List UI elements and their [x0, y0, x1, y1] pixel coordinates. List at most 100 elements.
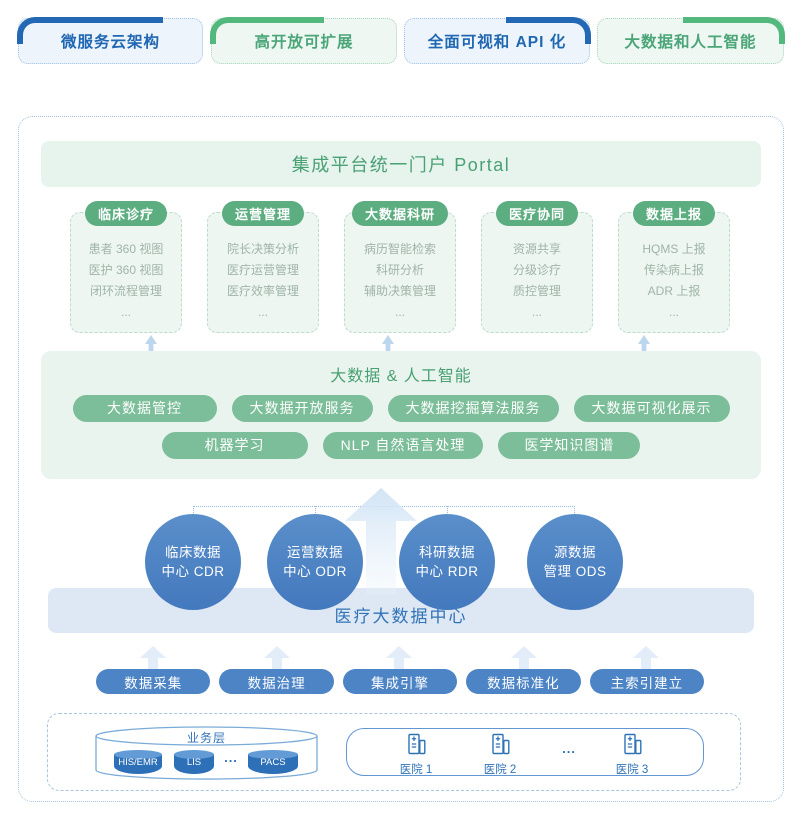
ai-capability-pill: 大数据管控 [72, 395, 217, 422]
feature-chip-label: 全面可视和 API 化 [427, 34, 567, 51]
up-arrow-icon [631, 646, 661, 669]
hospital-item: 医院 2 [470, 733, 530, 777]
hospital-label: 医院 3 [615, 764, 649, 776]
feature-chip-openness: 高开放可扩展 [210, 17, 397, 64]
column-body: HQMS 上报 传染病上报 ADR 上报 ... [618, 212, 730, 333]
column-item: 科研分析 [375, 263, 424, 277]
circle-line2: 管理 ODS [543, 564, 607, 579]
platform-container: 集成平台统一门户 Portal 临床诊疗 患者 360 视图 医护 360 视图… [18, 116, 784, 802]
circle-line1: 临床数据 [165, 544, 221, 560]
corner-accent [17, 17, 164, 44]
column-item: ... [394, 305, 405, 319]
hospital-icon [624, 733, 642, 755]
column-label: 大数据科研 [351, 201, 449, 226]
circle-line2: 中心 ODR [283, 564, 347, 579]
ellipsis: ... [562, 741, 576, 756]
column-body: 资源共享 分级诊疗 质控管理 ... [481, 212, 593, 333]
column-body: 病历智能检索 科研分析 辅助决策管理 ... [344, 212, 456, 333]
feature-chip-microservice: 微服务云架构 [17, 17, 203, 64]
column-label: 临床诊疗 [84, 201, 168, 226]
column-item: 辅助决策管理 [363, 284, 436, 298]
database-cylinder-icon: LIS [174, 750, 214, 774]
connector-tick [315, 506, 316, 515]
data-center-circle-ods: 源数据 管理 ODS [527, 514, 623, 610]
feature-chip-bigdata-ai: 大数据和人工智能 [597, 17, 785, 64]
ai-section: 大数据 & 人工智能 大数据管控 大数据开放服务 大数据挖掘算法服务 大数据可视… [41, 351, 761, 479]
column-item: ... [257, 305, 268, 319]
column-label: 医疗协同 [495, 201, 579, 226]
system-label: PACS [260, 757, 286, 768]
column-item: 院长决策分析 [226, 242, 299, 256]
up-arrow-icon [138, 646, 168, 669]
process-pill: 主索引建立 [589, 669, 705, 694]
up-arrow-icon [384, 646, 414, 669]
column-item: ADR 上报 [647, 284, 701, 298]
column-item: HQMS 上报 [642, 242, 706, 256]
column-label: 运营管理 [221, 201, 305, 226]
column-item: 质控管理 [512, 284, 561, 298]
column-item: 传染病上报 [643, 263, 704, 277]
system-label: LIS [186, 757, 202, 768]
ai-capability-pill: NLP 自然语言处理 [322, 432, 484, 459]
hospital-item: 医院 3 [602, 733, 662, 777]
column-item: 分级诊疗 [512, 263, 561, 277]
portal-header: 集成平台统一门户 Portal [41, 141, 761, 187]
data-center-circle-odr: 运营数据 中心 ODR [267, 514, 363, 610]
hospital-icon [408, 733, 426, 755]
hospital-icon [492, 733, 510, 755]
circle-line1: 源数据 [554, 544, 596, 560]
column-item: 医疗效率管理 [226, 284, 299, 298]
ai-capability-pill: 大数据挖掘算法服务 [387, 395, 559, 422]
hospital-label: 医院 1 [399, 764, 433, 776]
business-layer-cylinder: 业务层 HIS/EMR LIS ... PACS [94, 726, 319, 780]
ai-capability-pill: 大数据开放服务 [231, 395, 373, 422]
column-label: 数据上报 [632, 201, 716, 226]
column-item: 医疗运营管理 [226, 263, 299, 277]
process-pill-row: 数据采集 数据治理 集成引擎 数据标准化 主索引建立 [96, 669, 705, 694]
corner-accent [506, 17, 591, 44]
circle-line1: 运营数据 [287, 544, 343, 560]
system-label: HIS/EMR [118, 757, 158, 768]
column-item: 患者 360 视图 [88, 242, 164, 256]
data-center-circle-cdr: 临床数据 中心 CDR [145, 514, 241, 610]
corner-accent [210, 17, 325, 44]
app-column-reporting: 数据上报 HQMS 上报 传染病上报 ADR 上报 ... [618, 201, 730, 333]
circle-line2: 中心 RDR [415, 564, 479, 579]
big-up-arrow-icon [343, 488, 419, 599]
connector-tick [447, 506, 448, 515]
column-item: ... [120, 305, 131, 319]
app-column-operation: 运营管理 院长决策分析 医疗运营管理 医疗效率管理 ... [207, 201, 319, 333]
ai-capability-pill: 机器学习 [161, 432, 308, 459]
column-body: 患者 360 视图 医护 360 视图 闭环流程管理 ... [70, 212, 182, 333]
ai-capability-pill: 大数据可视化展示 [573, 395, 730, 422]
column-item: 医护 360 视图 [88, 263, 164, 277]
ai-pill-row-2: 机器学习 NLP 自然语言处理 医学知识图谱 [41, 432, 761, 459]
corner-accent [683, 17, 785, 44]
circle-line2: 中心 CDR [161, 564, 225, 579]
database-cylinder-icon: PACS [248, 750, 298, 774]
column-body: 院长决策分析 医疗运营管理 医疗效率管理 ... [207, 212, 319, 333]
app-column-collaboration: 医疗协同 资源共享 分级诊疗 质控管理 ... [481, 201, 593, 333]
hospitals-box: 医院 1 医院 2 ... [346, 728, 704, 776]
process-pill: 数据标准化 [466, 669, 581, 694]
portal-title: 集成平台统一门户 Portal [291, 155, 511, 175]
feature-chip-api: 全面可视和 API 化 [404, 17, 591, 64]
connector-tick [193, 506, 194, 515]
up-arrow-icon [509, 646, 539, 669]
ai-pill-row-1: 大数据管控 大数据开放服务 大数据挖掘算法服务 大数据可视化展示 [41, 395, 761, 422]
app-column-clinical: 临床诊疗 患者 360 视图 医护 360 视图 闭环流程管理 ... [70, 201, 182, 333]
feature-chip-label: 微服务云架构 [60, 34, 160, 51]
source-layer-box: 业务层 HIS/EMR LIS ... PACS [47, 713, 741, 791]
circle-line1: 科研数据 [419, 544, 475, 560]
app-column-research: 大数据科研 病历智能检索 科研分析 辅助决策管理 ... [344, 201, 456, 333]
column-item: 资源共享 [512, 242, 561, 256]
ellipsis: ... [224, 750, 238, 765]
database-cylinder-icon: HIS/EMR [114, 750, 162, 774]
business-layer-label: 业务层 [186, 731, 226, 745]
column-item: 病历智能检索 [363, 242, 436, 256]
hospital-label: 医院 2 [483, 764, 517, 776]
big-data-center-title: 医疗大数据中心 [334, 607, 468, 626]
process-pill: 数据采集 [96, 669, 211, 694]
process-pill: 集成引擎 [342, 669, 458, 694]
